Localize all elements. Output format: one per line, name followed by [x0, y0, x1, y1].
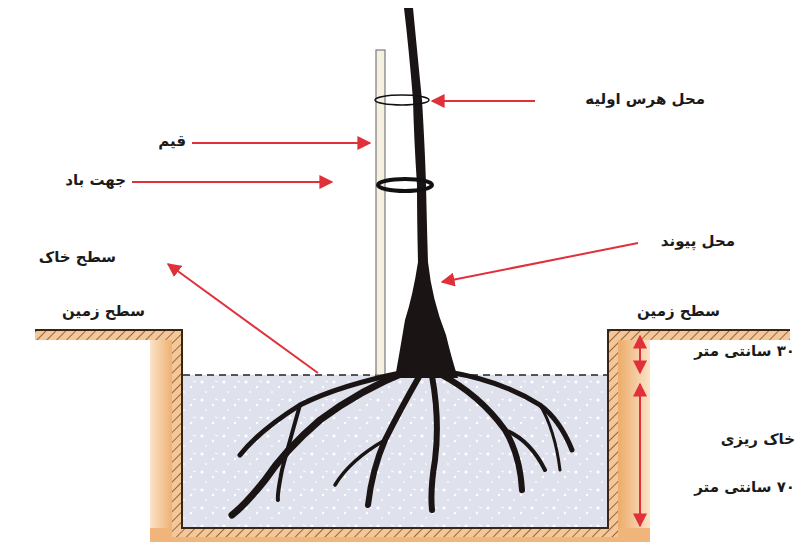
tree-trunk — [395, 8, 458, 378]
pit-floor — [150, 528, 650, 542]
roots — [232, 370, 572, 515]
tie — [378, 179, 432, 191]
part-label: محل هرس اولیه — [585, 90, 705, 110]
wall-hatch — [172, 331, 182, 536]
leader-arrows — [132, 101, 640, 526]
part-label: قیم — [158, 132, 186, 152]
pit-wall — [150, 330, 182, 542]
stake — [376, 50, 385, 375]
pit-wall — [608, 330, 650, 542]
part-label: سطح زمین — [62, 302, 145, 322]
floor-hatch — [172, 528, 618, 537]
part-label: ۳۰ سانتی متر — [694, 342, 795, 362]
wall-hatch — [608, 331, 618, 536]
part-label: ۷۰ سانتی متر — [694, 478, 795, 498]
part-label: جهت باد — [65, 171, 126, 191]
part-label: محل پیوند — [661, 232, 735, 252]
ground-hatch — [608, 331, 790, 340]
ground-hatch — [35, 331, 182, 340]
part-label: خاک ریزی — [721, 430, 795, 450]
part-label: سطح خاک — [39, 248, 116, 268]
part-label: سطح زمین — [637, 302, 720, 322]
tie — [375, 95, 429, 105]
